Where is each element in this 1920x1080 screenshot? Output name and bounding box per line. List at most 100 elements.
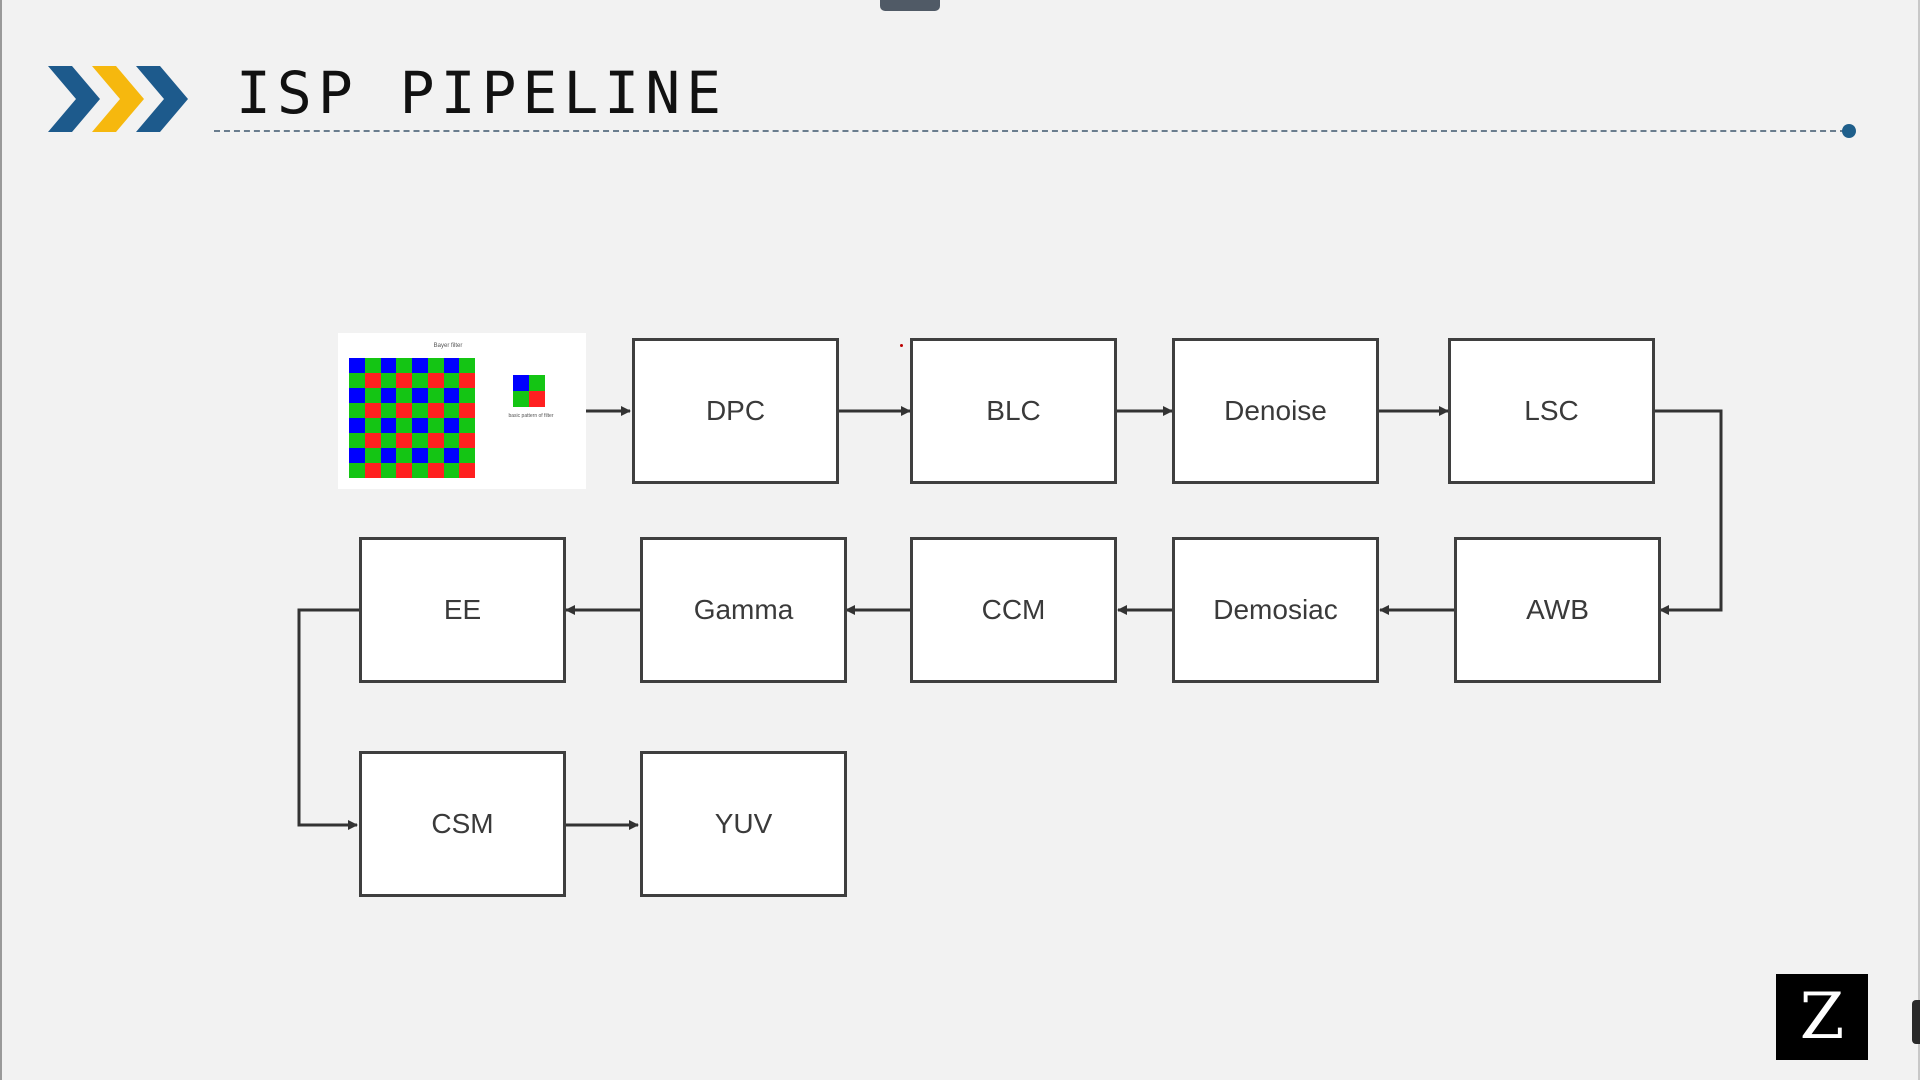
edge-ee-csm bbox=[297, 608, 360, 830]
bayer-cell bbox=[364, 448, 381, 463]
bayer-cell bbox=[459, 388, 475, 403]
top-toolbar-handle[interactable] bbox=[880, 0, 940, 11]
bayer-filter-title: Bayer filter bbox=[433, 343, 463, 349]
node-gamma: Gamma bbox=[640, 537, 847, 683]
bayer-cell bbox=[443, 448, 460, 463]
bayer-cell bbox=[364, 463, 381, 478]
node-blc: BLC bbox=[910, 338, 1117, 484]
bayer-unit-cell bbox=[513, 375, 529, 391]
bayer-cell bbox=[396, 373, 412, 388]
bayer-cell bbox=[459, 433, 475, 448]
edge-lsc-awb bbox=[1653, 409, 1723, 615]
bayer-cell bbox=[427, 463, 444, 478]
bayer-cell bbox=[412, 358, 428, 373]
bayer-cell bbox=[412, 373, 428, 388]
bayer-cell bbox=[380, 358, 397, 373]
bayer-cell bbox=[349, 388, 365, 403]
bayer-cell bbox=[427, 448, 444, 463]
bayer-cell bbox=[364, 403, 381, 418]
bayer-cell bbox=[412, 403, 428, 418]
bayer-basic-pattern-label: basic pattern of filter bbox=[508, 413, 554, 419]
bayer-basic-pattern bbox=[513, 375, 545, 407]
bayer-filter-image: Bayer filter basic pattern of filter bbox=[338, 333, 586, 489]
bayer-cell bbox=[412, 418, 428, 433]
bayer-cell bbox=[349, 448, 365, 463]
bayer-cell bbox=[349, 358, 365, 373]
title-divider-dot bbox=[1842, 124, 1856, 138]
node-denoise: Denoise bbox=[1172, 338, 1379, 484]
bayer-cell bbox=[412, 388, 428, 403]
bayer-cell bbox=[443, 358, 460, 373]
bayer-cell bbox=[364, 358, 381, 373]
bayer-cell bbox=[380, 463, 397, 478]
bayer-cell bbox=[349, 403, 365, 418]
bayer-cell bbox=[427, 373, 444, 388]
bayer-cell bbox=[380, 418, 397, 433]
bayer-cell bbox=[380, 373, 397, 388]
chevron-3 bbox=[136, 66, 188, 132]
bayer-unit-cell bbox=[513, 391, 529, 407]
bayer-cell bbox=[396, 388, 412, 403]
bayer-cell bbox=[396, 448, 412, 463]
page-title: ISP PIPELINE bbox=[236, 59, 728, 127]
bayer-cell bbox=[349, 463, 365, 478]
stray-red-dot bbox=[900, 344, 903, 347]
bayer-cell bbox=[412, 463, 428, 478]
z-logo-badge: Z bbox=[1776, 974, 1868, 1060]
bayer-cell bbox=[396, 358, 412, 373]
bayer-cell bbox=[459, 463, 475, 478]
bayer-unit-cell bbox=[529, 375, 545, 391]
bayer-cell bbox=[459, 403, 475, 418]
bayer-cell bbox=[349, 418, 365, 433]
window-left-edge bbox=[0, 0, 2, 1080]
bayer-unit-cell bbox=[529, 391, 545, 407]
window-right-edge bbox=[1918, 0, 1920, 1080]
bayer-cell bbox=[396, 463, 412, 478]
bayer-cell bbox=[412, 433, 428, 448]
bayer-cell bbox=[364, 433, 381, 448]
bayer-cell bbox=[427, 418, 444, 433]
bayer-cell bbox=[459, 448, 475, 463]
node-yuv: YUV bbox=[640, 751, 847, 897]
node-demosiac: Demosiac bbox=[1172, 537, 1379, 683]
bayer-cell bbox=[427, 403, 444, 418]
bayer-cell bbox=[427, 388, 444, 403]
bayer-cell bbox=[443, 388, 460, 403]
bayer-filter-grid bbox=[349, 358, 475, 478]
bayer-cell bbox=[459, 373, 475, 388]
bayer-cell bbox=[427, 358, 444, 373]
bayer-cell bbox=[427, 433, 444, 448]
title-divider bbox=[214, 130, 1846, 132]
bayer-cell bbox=[443, 418, 460, 433]
node-ee: EE bbox=[359, 537, 566, 683]
node-csm: CSM bbox=[359, 751, 566, 897]
bayer-cell bbox=[364, 418, 381, 433]
node-dpc: DPC bbox=[632, 338, 839, 484]
bayer-cell bbox=[443, 463, 460, 478]
bayer-cell bbox=[396, 418, 412, 433]
node-awb: AWB bbox=[1454, 537, 1661, 683]
chevron-2 bbox=[92, 66, 144, 132]
node-ccm: CCM bbox=[910, 537, 1117, 683]
node-lsc: LSC bbox=[1448, 338, 1655, 484]
bayer-cell bbox=[412, 448, 428, 463]
bayer-cell bbox=[443, 373, 460, 388]
chevron-1 bbox=[48, 66, 100, 132]
side-scroll-handle[interactable] bbox=[1912, 1000, 1920, 1044]
bayer-cell bbox=[364, 373, 381, 388]
bayer-cell bbox=[349, 433, 365, 448]
chevron-arrows-icon bbox=[48, 66, 188, 132]
bayer-cell bbox=[396, 433, 412, 448]
bayer-cell bbox=[364, 388, 381, 403]
bayer-cell bbox=[443, 403, 460, 418]
bayer-cell bbox=[396, 403, 412, 418]
bayer-cell bbox=[380, 403, 397, 418]
bayer-cell bbox=[459, 418, 475, 433]
bayer-cell bbox=[380, 448, 397, 463]
bayer-cell bbox=[380, 433, 397, 448]
bayer-cell bbox=[349, 373, 365, 388]
bayer-cell bbox=[443, 433, 460, 448]
bayer-cell bbox=[380, 388, 397, 403]
bayer-cell bbox=[459, 358, 475, 373]
